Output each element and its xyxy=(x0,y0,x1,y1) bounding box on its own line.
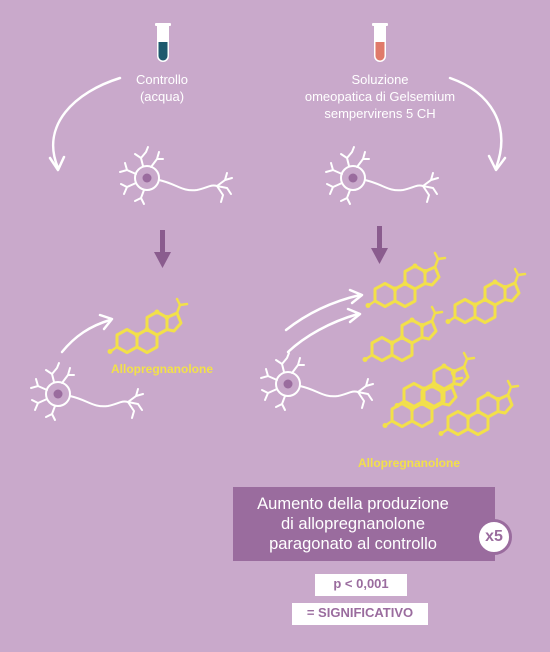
result-box: Aumento della produzione di allopregnano… xyxy=(233,487,495,561)
control-label-line1: Controllo xyxy=(135,72,189,87)
p-value-badge: p < 0,001 xyxy=(315,574,407,596)
control-curved-arrow-icon xyxy=(48,76,122,172)
treatment-curved-arrow-icon xyxy=(448,76,507,172)
result-line2: di allopregnanolone xyxy=(280,515,426,533)
treatment-test-tube-icon xyxy=(372,23,388,62)
treatment-neuron-top-icon xyxy=(325,146,439,205)
treatment-down-arrow-icon xyxy=(371,226,388,264)
control-label-line2: (acqua) xyxy=(139,89,185,104)
treatment-neuron-bottom-icon xyxy=(260,352,374,411)
control-neuron-top-icon xyxy=(119,146,233,205)
multiplier-badge: x5 xyxy=(476,519,512,555)
molecule-label-right: Allopregnanolone xyxy=(358,456,460,470)
treatment-label-line2: omeopatica di Gelsemium xyxy=(304,89,456,104)
allopregnanolone-molecules-group-icon xyxy=(361,251,527,438)
significance-badge: = SIGNIFICATIVO xyxy=(292,603,428,625)
control-down-arrow-icon xyxy=(154,230,171,268)
control-label: Controllo (acqua) xyxy=(112,71,212,105)
treatment-label-line3: sempervirens 5 CH xyxy=(324,106,436,121)
treatment-label-line1: Soluzione xyxy=(351,72,409,87)
treatment-release-arrows-icon xyxy=(284,288,364,354)
treatment-label: Soluzione omeopatica di Gelsemium semper… xyxy=(290,71,470,122)
result-line1: Aumento della produzione xyxy=(257,495,449,513)
molecule-label-left: Allopregnanolone xyxy=(111,362,213,376)
control-release-arrow-icon xyxy=(60,313,114,354)
result-line3: paragonato al controllo xyxy=(269,535,437,553)
control-test-tube-icon xyxy=(155,23,171,62)
allopregnanolone-molecule-icon xyxy=(106,297,189,356)
